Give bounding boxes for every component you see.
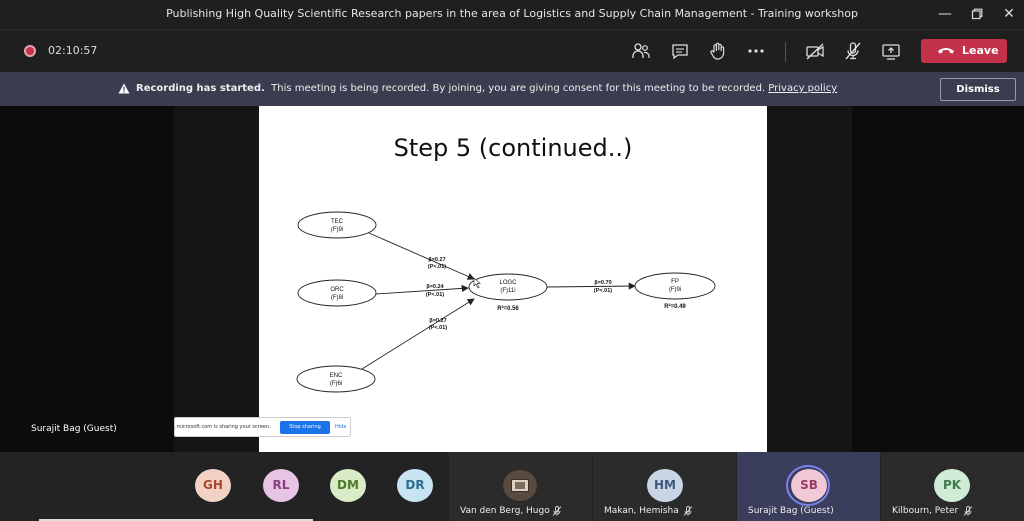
banner-text: This meeting is being recorded. By joini… xyxy=(271,83,766,94)
node-orc xyxy=(297,279,377,307)
node-enc-sub: (F)6i xyxy=(330,381,342,387)
mic-off-icon xyxy=(683,506,693,516)
mic-off-icon xyxy=(963,506,973,516)
meeting-timer: 02:10:57 xyxy=(48,44,98,57)
hide-button[interactable]: Hide xyxy=(335,424,347,430)
mic-off-icon xyxy=(552,506,562,516)
node-logc xyxy=(468,273,548,301)
speaking-ring xyxy=(786,465,830,506)
stage-left-shade xyxy=(174,106,259,452)
edge-enc-logc xyxy=(361,298,475,370)
edge-orc-logc-beta: β=0.24 xyxy=(426,284,444,290)
edge-orc-logc-p: (P<.01) xyxy=(426,292,444,298)
node-fp xyxy=(634,272,716,300)
shared-screen-stage: Step 5 (continued..) TEC (F)9i ORC (F)8i… xyxy=(0,106,1024,452)
avatar-hm: HM xyxy=(647,469,683,502)
presentation-slide: Step 5 (continued..) TEC (F)9i ORC (F)8i… xyxy=(259,106,767,452)
leave-button[interactable]: Leave xyxy=(921,39,1007,63)
presenter-name-label: Surajit Bag (Guest) xyxy=(31,424,117,434)
node-logc-name: LOGC xyxy=(499,280,517,286)
more-options-icon[interactable] xyxy=(745,40,767,62)
stage-right-shade xyxy=(767,106,852,452)
banner-message: Recording has started. This meeting is b… xyxy=(136,83,837,94)
node-orc-name: ORC xyxy=(330,287,344,293)
mouse-cursor-icon xyxy=(473,277,482,289)
node-fp-name: FP xyxy=(671,279,679,285)
toolbar-divider xyxy=(785,42,786,62)
share-notice-text: .microsoft.com is sharing your screen. xyxy=(175,424,271,430)
meeting-toolbar: 02:10:57 Leave xyxy=(0,29,1024,72)
avatar-sb: SB xyxy=(791,469,827,502)
participant-name: Surajit Bag (Guest) xyxy=(748,506,834,516)
mic-off-icon[interactable] xyxy=(842,40,864,62)
node-enc-name: ENC xyxy=(330,373,343,379)
camera-off-icon[interactable] xyxy=(804,40,826,62)
chat-icon[interactable] xyxy=(669,40,691,62)
edge-logc-fp xyxy=(546,282,636,290)
strip-scroll-indicator xyxy=(39,519,313,521)
recording-indicator-icon xyxy=(24,45,36,57)
edge-enc-logc-p: (P<.01) xyxy=(429,325,447,331)
edge-logc-fp-p: (P<.01) xyxy=(594,288,612,294)
node-tec xyxy=(297,211,377,239)
edge-tec-logc xyxy=(368,232,475,280)
edge-orc-logc xyxy=(375,284,469,295)
participant-tile-surajit-bag[interactable]: SB Surajit Bag (Guest) xyxy=(737,452,880,521)
share-screen-icon[interactable] xyxy=(880,40,902,62)
avatar-gh[interactable]: GH xyxy=(195,469,231,502)
node-logc-r2: R²=0.56 xyxy=(497,305,519,312)
hang-up-icon xyxy=(938,48,954,54)
node-logc-sub: (F)11i xyxy=(500,288,515,294)
participant-name: Kilbourn, Peter xyxy=(892,506,959,516)
participant-name: Van den Berg, Hugo xyxy=(460,506,550,516)
avatar-pk: PK xyxy=(934,469,970,502)
participant-tile-kilbourn[interactable]: PK Kilbourn, Peter xyxy=(881,452,1024,521)
edge-logc-fp-beta: β=0.70 xyxy=(594,280,611,286)
privacy-policy-link[interactable]: Privacy policy xyxy=(768,83,838,94)
node-orc-sub: (F)8i xyxy=(331,295,343,301)
window-title: Publishing High Quality Scientific Resea… xyxy=(166,7,858,20)
dismiss-button[interactable]: Dismiss xyxy=(940,78,1016,101)
edge-enc-logc-beta: β=0.27 xyxy=(429,318,446,324)
avatar-rl[interactable]: RL xyxy=(263,469,299,502)
banner-bold-text: Recording has started. xyxy=(136,83,265,94)
slide-title: Step 5 (continued..) xyxy=(393,134,633,162)
participant-tile-van-den-berg[interactable]: Van den Berg, Hugo xyxy=(449,452,592,521)
screen-share-notification: .microsoft.com is sharing your screen. S… xyxy=(174,417,351,437)
avatar-dm[interactable]: DM xyxy=(330,469,366,502)
leave-label: Leave xyxy=(962,44,999,57)
recording-banner: Recording has started. This meeting is b… xyxy=(0,72,1024,106)
path-diagram: TEC (F)9i ORC (F)8i ENC (F)6i LOGC (F)11… xyxy=(296,211,716,393)
warning-icon xyxy=(118,83,130,94)
edge-tec-logc-beta: β=0.27 xyxy=(428,257,445,263)
participant-name: Makan, Hemisha xyxy=(604,506,679,516)
maximize-icon[interactable] xyxy=(967,4,987,24)
title-bar: Publishing High Quality Scientific Resea… xyxy=(0,0,1024,29)
node-tec-sub: (F)9i xyxy=(331,227,343,233)
stop-sharing-button[interactable]: Stop sharing xyxy=(280,421,330,434)
participants-icon[interactable] xyxy=(630,40,652,62)
close-icon[interactable]: ✕ xyxy=(1003,6,1015,22)
node-enc xyxy=(296,365,376,393)
minimize-icon[interactable]: — xyxy=(938,6,952,22)
node-fp-r2: R²=0.49 xyxy=(664,303,686,310)
participant-tile-makan[interactable]: HM Makan, Hemisha xyxy=(593,452,736,521)
avatar-dr[interactable]: DR xyxy=(397,469,433,502)
node-tec-name: TEC xyxy=(331,219,344,225)
edge-tec-logc-p: (P<.01) xyxy=(428,264,446,270)
avatar-photo xyxy=(503,470,537,501)
raise-hand-icon[interactable] xyxy=(707,40,729,62)
participant-strip: GH RL DM DR Van den Berg, Hugo HM Makan,… xyxy=(0,452,1024,521)
node-fp-sub: (F)9i xyxy=(669,287,681,293)
